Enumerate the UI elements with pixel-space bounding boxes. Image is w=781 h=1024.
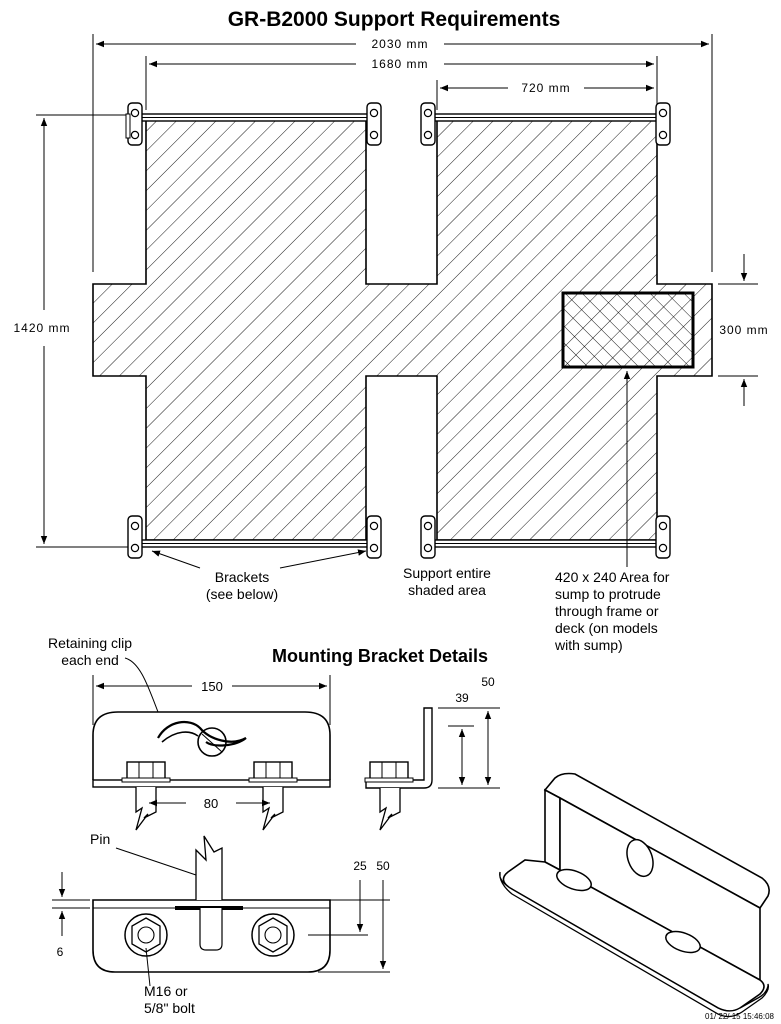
top-rail-left [138,113,374,122]
base-dimensions: 25 50 [308,859,390,973]
bracket-front-view [92,711,331,831]
hole-spacing-dimension: 80 [149,796,270,811]
bracket-isometric-view [499,772,770,1018]
overall-width-dimension: 2030 mm [92,34,713,272]
bracket-bottom-4 [655,515,671,559]
bracket-side-view [364,707,433,831]
bracket-bottom-1 [127,515,143,559]
thickness-label: 6 [57,945,64,959]
bracket-bottom-3 [420,515,436,559]
sump-label-line4: deck (on models [555,620,658,636]
timestamp: 01/ 22/ 15 15:46:08 [705,1012,775,1021]
bracket-length-label: 150 [201,679,223,694]
height-dimension: 1420 mm [13,114,140,548]
top-rail-right [429,113,665,122]
inner-width-dimension: 1680 mm [145,56,658,110]
bracket-top-4 [655,102,671,146]
bracket-top-1 [125,102,143,146]
side-50-label: 50 [481,675,495,689]
pin-callout: Pin [90,831,197,876]
side-height-dimensions: 39 50 [438,675,500,789]
segment-width-dimension: 720 mm [436,80,654,110]
overall-width-label: 2030 mm [371,37,428,51]
bracket-bottom-view [92,835,331,973]
bolt-label-line2: 5/8" bolt [144,1000,195,1016]
retaining-clip-line1: Retaining clip [48,635,132,651]
bolt-callout: M16 or 5/8" bolt [144,947,195,1016]
bracket-top-3 [420,102,436,146]
bottom-rail-left [138,539,374,548]
inner-width-label: 1680 mm [371,57,428,71]
side-39-label: 39 [455,691,469,705]
sump-area [561,291,695,369]
details-title: Mounting Bracket Details [272,646,488,666]
base-25-label: 25 [353,859,367,873]
bracket-bottom-2 [366,515,382,559]
support-label-line1: Support entire [403,565,491,581]
bolt-label-line1: M16 or [144,983,188,999]
sump-label-line5: with sump) [554,637,623,653]
sump-label-line1: 420 x 240 Area for [555,569,670,585]
retaining-clip-callout: Retaining clip each end [48,635,159,713]
brackets-label-line2: (see below) [206,586,278,602]
thickness-dimension: 6 [52,872,90,959]
bracket-length-dimension: 150 [92,675,331,725]
sump-label-line3: through frame or [555,603,659,619]
support-callout: Support entire shaded area [403,565,491,598]
brackets-label-line1: Brackets [215,569,269,585]
support-label-line2: shaded area [408,582,486,598]
bracket-top-2 [366,102,382,146]
pin-label: Pin [90,831,110,847]
sump-label-line2: sump to protrude [555,586,661,602]
brackets-callout: Brackets (see below) [151,549,367,602]
sump-callout: 420 x 240 Area for sump to protrude thro… [554,371,670,653]
base-50-label: 50 [376,859,390,873]
segment-width-label: 720 mm [521,81,570,95]
hole-spacing-label: 80 [204,796,218,811]
sump-band-dimension: 300 mm [718,254,768,406]
retaining-clip-line2: each end [61,652,119,668]
sump-band-label: 300 mm [719,323,768,337]
height-label: 1420 mm [13,321,70,335]
bottom-rail-right [429,539,665,548]
main-title: GR-B2000 Support Requirements [228,8,561,31]
